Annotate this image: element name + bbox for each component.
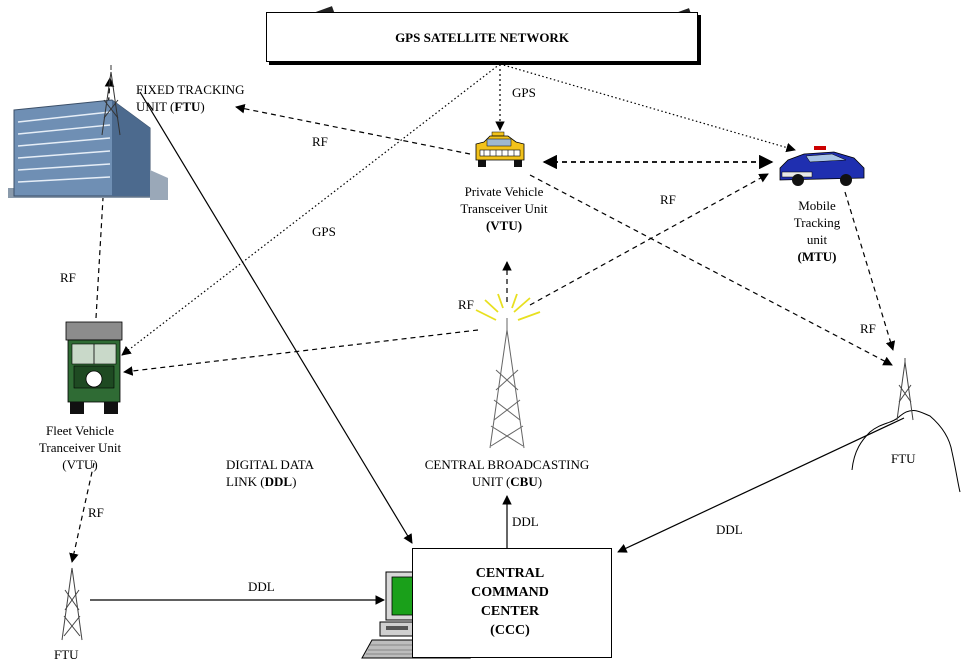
building-icon [8,99,168,200]
radio-tower-icon [896,358,914,421]
cbu-line1: CENTRAL BROADCASTING [424,457,590,472]
gps-label-left: GPS [312,224,336,239]
ddl-label: DDL [716,522,743,537]
broadcast-signal-icon [475,293,541,321]
rf-link-mtu-ftu-right [844,191,896,351]
ddl-main-line2: LINK (DDL) [226,474,297,489]
mtu-line4: (MTU) [797,249,837,264]
ccc-label: CENTRAL COMMAND CENTER (CCC) [460,564,560,640]
ftu-fixed-label: FIXED TRACKING UNIT (FTU) [136,81,244,115]
mtu-label: Mobile Tracking unit (MTU) [770,197,864,265]
vtu-private-line3: (VTU) [485,218,523,233]
ftu-bottom-label: FTU [54,647,79,662]
broadcast-tower-icon [489,318,525,449]
vtu-private-label: Private Vehicle Transceiver Unit (VTU) [440,183,568,234]
ddl-label: DDL [248,579,275,594]
rf-label: RF [60,270,76,285]
rf-label: RF [860,321,876,336]
hill-icon [851,410,961,493]
connections [69,63,905,605]
rf-label: RF [660,192,676,207]
network-title: GPS SATELLITE NETWORK [395,30,569,45]
ddl-main-label: DIGITAL DATA LINK (DDL) [226,456,314,490]
ccc-line3: CENTER [480,604,540,619]
rf-link-fleet-ftu-bottom [69,462,95,563]
mtu-line2: Tracking [793,215,841,230]
ccc-line2: COMMAND [471,585,549,600]
ccc-line4: (CCC) [490,623,530,638]
cbu-line2: UNIT (CBU) [471,474,543,489]
ftu-fixed-line1: FIXED TRACKING [136,82,245,97]
vtu-private-line1: Private Vehicle [464,184,544,199]
ccc-line1: CENTRAL [475,566,545,581]
rf-label: RF [458,297,474,312]
taxi-icon [475,131,525,167]
ddl-main-line1: DIGITAL DATA [226,457,315,472]
gps-link-mtu [499,63,796,153]
ftu-right-label: FTU [891,451,916,466]
rf-label: RF [312,134,328,149]
vtu-private-line2: Transceiver Unit [460,201,548,216]
ddl-label: DDL [512,514,539,529]
gps-satellite-network-box [266,12,698,62]
truck-icon [65,321,123,414]
cbu-label: CENTRAL BROADCASTING UNIT (CBU) [382,456,632,490]
central-command-center-box [412,548,612,658]
gps-label-top: GPS [512,85,536,100]
radio-tower-icon [101,65,121,136]
rf-link-cbu-fleet [123,329,479,376]
vtu-fleet-label: Fleet Vehicle Tranceiver Unit (VTU) [14,422,146,473]
rf-link-cbu-mtu [529,173,769,306]
mtu-line1: Mobile [798,198,836,213]
mtu-line3: unit [806,232,828,247]
ftu-fixed-line2: UNIT (FTU) [136,99,205,114]
vtu-fleet-line1: Fleet Vehicle [46,423,114,438]
rf-link-vtu-ftu [235,103,471,155]
police-car-icon [779,146,865,186]
vtu-fleet-line3: (VTU) [62,457,98,472]
rf-label: RF [88,505,104,520]
ddl-link-ftu-to-ccc [139,91,413,544]
radio-tower-icon [61,567,83,641]
vtu-fleet-line2: Tranceiver Unit [38,440,122,455]
ddl-link-ftu-right-ccc [617,417,905,553]
